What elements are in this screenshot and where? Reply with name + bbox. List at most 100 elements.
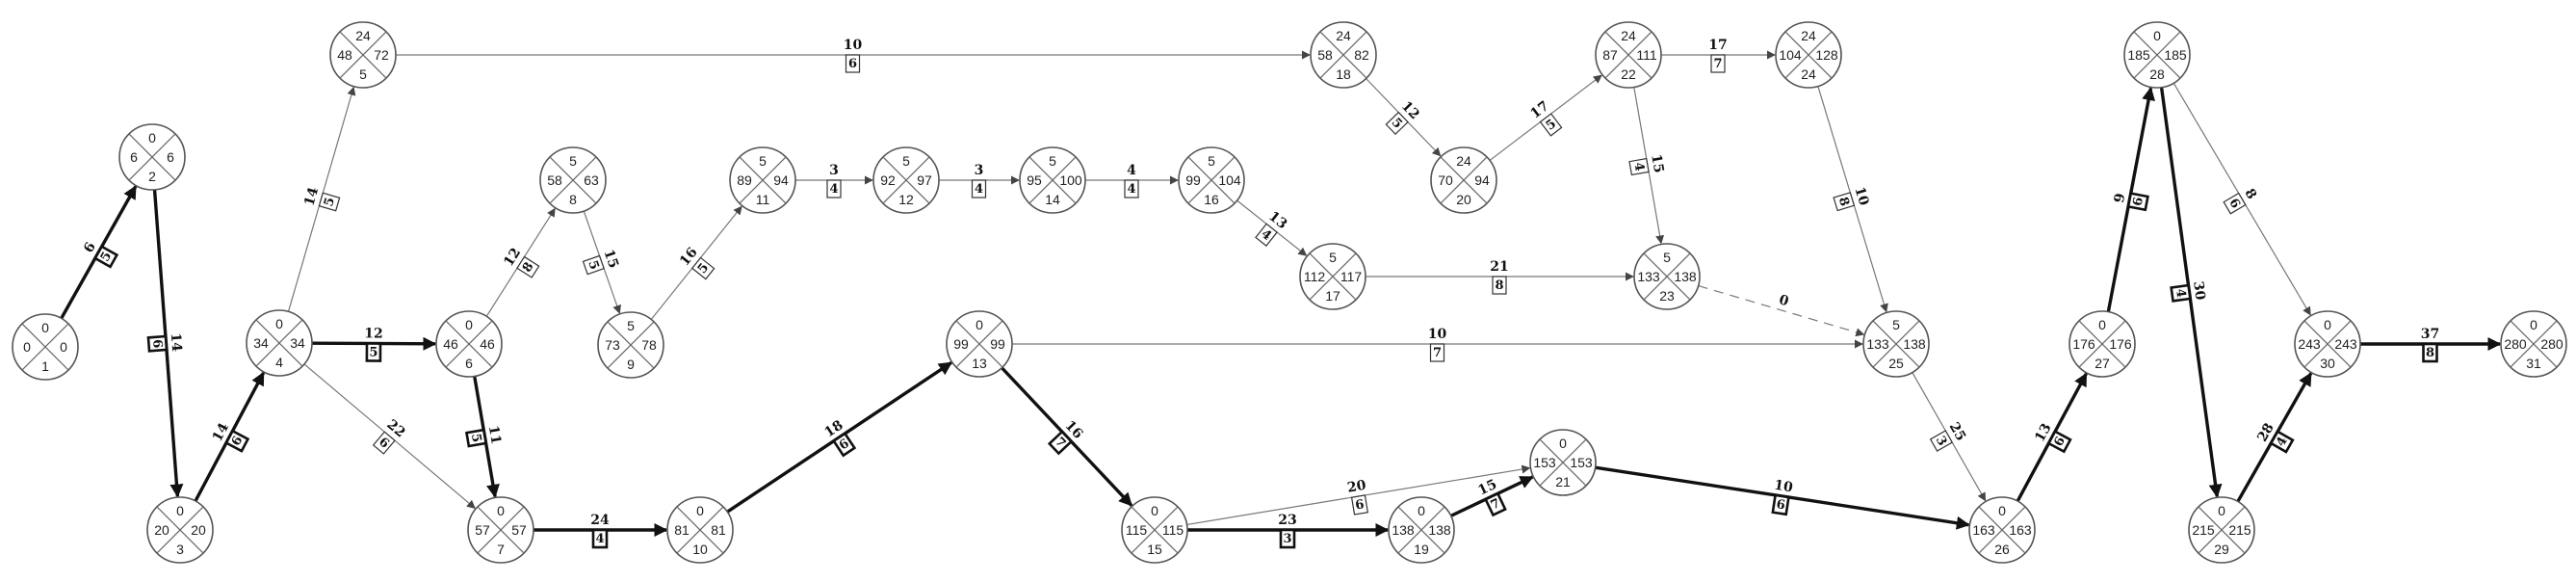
edge-box: 6 <box>372 431 396 455</box>
node-reserve: 5 <box>1049 153 1056 169</box>
edge-box-frame <box>591 528 609 549</box>
edge-box: 6 <box>2046 430 2072 454</box>
edge-box: 5 <box>464 428 488 448</box>
edge-duration-label: 24 <box>590 513 610 528</box>
edge-duration-label: 20 <box>1346 478 1367 496</box>
node-reserve: 24 <box>1801 28 1816 43</box>
edge-box: 7 <box>1047 430 1074 456</box>
node-late-time: 117 <box>1340 269 1363 284</box>
edge-box: 4 <box>1628 157 1650 176</box>
edge-box: 4 <box>2269 430 2295 454</box>
node-late-time: 163 <box>2009 522 2032 538</box>
edge-box-frame <box>318 192 341 212</box>
edge-15-21: 206 <box>1186 464 1531 526</box>
edge-duration-label: 11 <box>485 424 504 445</box>
edge-23-25: 0 <box>1698 285 1865 337</box>
edge-13-15: 167 <box>1001 366 1133 507</box>
node-early-time: 99 <box>1185 172 1201 188</box>
edge-box: 4 <box>591 528 609 549</box>
node-number: 31 <box>2526 356 2541 371</box>
edge-7-10: 244 <box>533 513 668 549</box>
node-early-time: 58 <box>1317 47 1333 63</box>
edge-box-frame <box>2223 192 2247 215</box>
node-divider <box>1187 156 1236 204</box>
node-early-time: 34 <box>253 335 269 351</box>
edge-box-value: 8 <box>1495 278 1503 293</box>
node-reserve: 0 <box>1418 503 1425 518</box>
edge-box-value: 8 <box>2426 346 2434 360</box>
node-reserve: 24 <box>1336 28 1351 43</box>
edge-box: 5 <box>582 254 605 276</box>
edge-box: 6 <box>845 54 861 73</box>
node-number: 6 <box>465 356 473 371</box>
edge-box: 4 <box>1124 179 1139 198</box>
edge-17-23: 218 <box>1366 259 1634 295</box>
node-divider <box>955 320 1003 368</box>
node-late-time: 0 <box>60 339 67 355</box>
node-reserve: 24 <box>355 28 371 43</box>
edge-box-frame <box>1483 491 1507 517</box>
edge-28-30: 86 <box>2173 82 2311 316</box>
node-early-time: 6 <box>130 149 138 165</box>
node-late-time: 128 <box>1815 47 1838 63</box>
node-late-time: 115 <box>1162 522 1184 538</box>
edge-box-value: 6 <box>1775 497 1785 513</box>
node-divider <box>1604 31 1652 79</box>
edge-1-2: 65 <box>60 185 138 320</box>
node-number: 12 <box>898 192 914 207</box>
node-divider <box>128 133 176 181</box>
edge-2-3: 146 <box>146 189 184 498</box>
edge-duration-label: 17 <box>1708 38 1727 53</box>
node-reserve: 5 <box>759 153 767 169</box>
edge-box: 6 <box>831 432 857 458</box>
edge-3-4: 146 <box>194 371 266 502</box>
edge-box-frame <box>582 254 605 276</box>
edge-box-value: 6 <box>149 339 165 349</box>
node-number: 14 <box>1045 192 1060 207</box>
node-late-time: 6 <box>167 149 174 165</box>
node-late-time: 94 <box>1474 172 1490 188</box>
node-late-time: 176 <box>2109 336 2132 352</box>
edge-box-value: 7 <box>1713 57 1722 71</box>
node-early-time: 95 <box>1027 172 1042 188</box>
edge-box-frame <box>1350 494 1369 516</box>
node-early-time: 89 <box>737 172 752 188</box>
node-late-time: 20 <box>191 522 206 538</box>
node-divider <box>255 319 303 367</box>
node-late-time: 46 <box>480 336 495 352</box>
edge-box-frame <box>1929 430 1954 452</box>
node-early-time: 112 <box>1304 269 1326 284</box>
edge-box-frame <box>1539 113 1563 137</box>
edge-15-19: 233 <box>1187 513 1390 549</box>
node-divider <box>2078 320 2126 368</box>
edge-duration-label: 9 <box>2112 192 2129 204</box>
node-number: 2 <box>148 169 156 184</box>
node-number: 19 <box>1414 542 1429 557</box>
node-early-time: 243 <box>2298 336 2321 352</box>
edge-box-frame <box>2126 192 2149 212</box>
node-number: 9 <box>627 357 635 372</box>
node-reserve: 0 <box>696 503 704 518</box>
edge-duration-label: 3 <box>829 163 839 178</box>
edge-duration-label: 15 <box>1476 477 1499 499</box>
edge-30-31: 378 <box>2360 327 2502 363</box>
edge-duration-label: 21 <box>1490 259 1508 275</box>
node-reserve: 0 <box>1559 436 1567 451</box>
node-number: 16 <box>1204 192 1219 207</box>
edge-box: 7 <box>1710 54 1726 73</box>
edge-box: 4 <box>1255 223 1278 247</box>
edge-box-frame <box>971 179 987 198</box>
node-divider <box>1309 252 1357 301</box>
node-early-time: 133 <box>1866 336 1889 352</box>
node-divider <box>1784 31 1833 79</box>
node-early-time: 163 <box>1972 522 1995 538</box>
